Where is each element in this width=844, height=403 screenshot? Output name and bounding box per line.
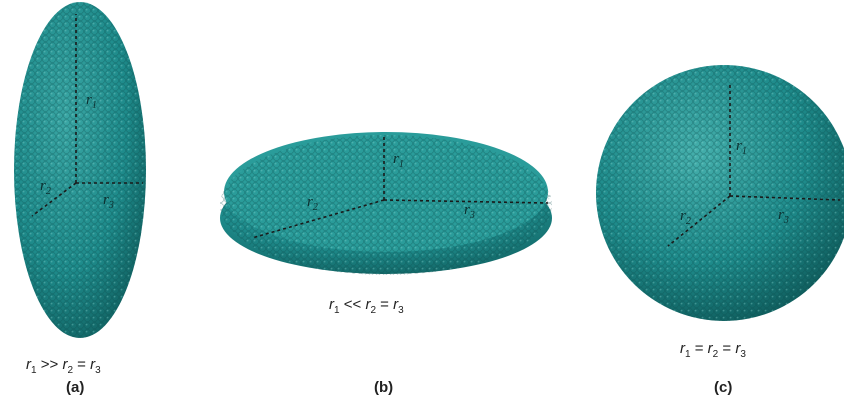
- condition-c: r1 = r2 = r3: [680, 340, 746, 360]
- axis-label-r2-a: r2: [40, 178, 51, 197]
- axis-label-r3-b: r3: [464, 202, 475, 221]
- axis-label-r1-a: r1: [86, 92, 97, 111]
- condition-a: r1 >> r2 = r3: [26, 356, 101, 376]
- condition-b: r1 << r2 = r3: [329, 296, 404, 316]
- oblate-ellipsoid-texture: [220, 135, 552, 275]
- panel-label-b: (b): [374, 379, 394, 396]
- panel-b-ellipsoid: r1 r2 r3: [220, 132, 552, 275]
- axis-r3-c: [729, 195, 841, 201]
- axis-label-r3-c: r3: [778, 207, 789, 226]
- prolate-ellipsoid-texture: [14, 2, 146, 338]
- panel-label-c: (c): [714, 379, 733, 396]
- axis-label-r3-a: r3: [103, 192, 114, 211]
- panel-a-ellipsoid: r1 r2 r3: [14, 2, 146, 338]
- panel-c-sphere: r1 r2 r3: [596, 65, 844, 321]
- axis-label-r2-b: r2: [307, 194, 318, 213]
- axis-label-r2-c: r2: [680, 208, 691, 227]
- axis-label-r1-c: r1: [736, 138, 747, 157]
- sphere-texture: [596, 65, 844, 321]
- axis-r2-b: [251, 199, 385, 239]
- axis-r2-c: [667, 195, 731, 247]
- axis-label-r1-b: r1: [393, 151, 404, 170]
- panel-label-a: (a): [66, 379, 85, 396]
